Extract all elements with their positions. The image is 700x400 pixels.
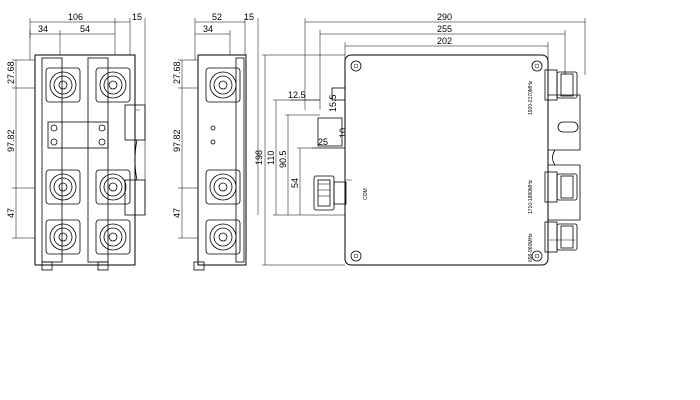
dim-side-inner: 34 (203, 24, 213, 34)
front-view: 290 255 202 198 110 90.5 54 12.5 15.5 25… (254, 12, 586, 266)
band-connector-icon (544, 221, 578, 253)
dim-front-110: 110 (266, 151, 276, 165)
connector-icon (205, 67, 241, 103)
dim-side-side-bot: 47 (172, 208, 182, 218)
dim-front-10: 10 (338, 128, 348, 138)
band2-label: 1710-1880MHz (528, 179, 534, 214)
com-connector-icon (313, 175, 347, 211)
side-view: 52 34 15 27.68 97.82 47 (172, 12, 259, 271)
connector-icon (95, 219, 131, 255)
dim-side-width: 52 (212, 12, 222, 22)
dim-front-25: 25 (318, 137, 328, 147)
dim-front-15-5: 15.5 (328, 94, 338, 112)
dim-side-side-top: 27.68 (172, 61, 182, 84)
connector-icon (45, 219, 81, 255)
dim-left-side-bot: 47 (6, 208, 16, 218)
connector-icon (205, 219, 241, 255)
dim-side-right: 15 (244, 12, 254, 22)
dim-front-90-5: 90.5 (278, 150, 288, 168)
left-view: 106 34 54 15 27.68 97.82 47 (6, 12, 146, 271)
dim-front-12-5: 12.5 (288, 90, 306, 100)
dim-front-198: 198 (254, 150, 264, 165)
com-port-label: COM (363, 188, 369, 200)
connector-icon (205, 169, 241, 205)
dim-left-width: 106 (68, 12, 83, 22)
band3-label: 698-960MHz (528, 233, 534, 262)
band-connector-icon (544, 171, 578, 203)
band-connector-icon (544, 69, 578, 101)
band1-label: 1920-2170MHz (528, 80, 534, 115)
dim-left-side-mid: 97.82 (6, 129, 16, 152)
connector-icon (95, 67, 131, 103)
dim-left-side-top: 27.68 (6, 61, 16, 84)
dim-front-255: 255 (437, 24, 452, 34)
left-bracket (47, 121, 109, 149)
right-bracket (548, 94, 581, 151)
dim-front-290: 290 (437, 12, 452, 22)
connector-icon (45, 67, 81, 103)
dim-side-side-mid: 97.82 (172, 129, 182, 152)
connector-icon (45, 169, 81, 205)
dim-front-54: 54 (290, 178, 300, 188)
dim-left-mid: 54 (80, 24, 90, 34)
dim-left-inner: 34 (38, 24, 48, 34)
dim-left-right: 15 (132, 12, 142, 22)
front-housing (344, 54, 549, 266)
connector-icon (95, 169, 131, 205)
dim-front-202: 202 (437, 36, 452, 46)
